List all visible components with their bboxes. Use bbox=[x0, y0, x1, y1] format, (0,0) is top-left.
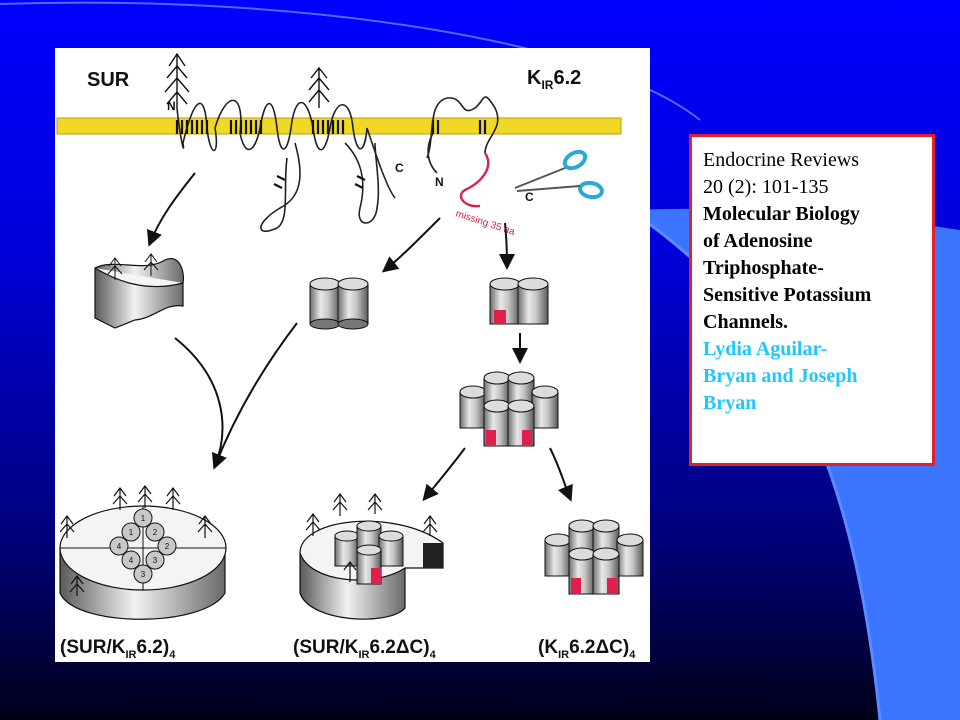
wt-katp-complex: 1 2 3 4 1 2 3 4 bbox=[59, 485, 227, 620]
sur-c-terminus-label: C bbox=[395, 161, 404, 175]
journal-line: Endocrine Reviews bbox=[703, 149, 860, 171]
kir-label-sub: IR bbox=[541, 78, 553, 92]
author-line: Bryan and Joseph bbox=[703, 365, 858, 387]
arrow-sur-to-complex bbox=[174, 337, 227, 470]
article-title-line: Sensitive Potassium bbox=[703, 284, 872, 306]
mixed-katp-complex bbox=[299, 493, 444, 620]
journal-line: 20 (2): 101-135 bbox=[703, 176, 829, 198]
scissors-icon bbox=[514, 149, 604, 200]
arrow-sur-down bbox=[147, 172, 196, 247]
glycosylation-tree-icon bbox=[164, 52, 330, 108]
truncated-complex-label: (KIR6.2ΔC)4 bbox=[538, 637, 636, 661]
channel-diagram: SUR KIR6.2 N C N C missing 35 aa bbox=[56, 52, 644, 661]
glycosylation-tree-icon bbox=[305, 493, 438, 582]
article-title-line: of Adenosine bbox=[703, 230, 813, 252]
arrow-tetramer-to-alone bbox=[549, 447, 573, 502]
kir-truncated-alone-complex bbox=[544, 519, 644, 595]
kir-n-terminus-label: N bbox=[435, 175, 444, 189]
subunit-number: 3 bbox=[153, 556, 158, 565]
glycosylation-tree-icon bbox=[59, 485, 213, 596]
mixed-complex-label: (SUR/KIR6.2ΔC)4 bbox=[293, 637, 437, 661]
kir-truncated-tetramer bbox=[459, 371, 559, 447]
subunit-number: 1 bbox=[141, 514, 146, 523]
figure-panel: SUR KIR6.2 N C N C missing 35 aa bbox=[55, 48, 650, 662]
arrow-tetramer-to-mixed bbox=[422, 447, 466, 502]
subunit-number: 2 bbox=[165, 542, 170, 551]
subunit-number: 4 bbox=[117, 542, 122, 551]
kir-label-main: K bbox=[527, 67, 542, 89]
arrow-kir-to-complex bbox=[214, 322, 298, 467]
subunit-number: 3 bbox=[141, 570, 146, 579]
assembly-arrows bbox=[147, 172, 573, 502]
kir-c-terminus-label: C bbox=[525, 190, 534, 204]
article-title-line: Channels. bbox=[703, 311, 789, 333]
kir-truncated-pair bbox=[489, 277, 549, 325]
missing-residues-label: missing 35 aa bbox=[454, 208, 516, 238]
subunit-number: 1 bbox=[129, 528, 134, 537]
wt-complex-label: (SUR/KIR6.2)4 bbox=[60, 637, 176, 661]
transmembrane-segments bbox=[175, 120, 487, 189]
kir-label-tail: 6.2 bbox=[553, 67, 581, 89]
sur-n-terminus-label: N bbox=[167, 99, 176, 113]
sur-label: SUR bbox=[87, 69, 130, 91]
mixed-subunit-cluster bbox=[334, 520, 404, 585]
kir-deleted-region bbox=[459, 152, 490, 208]
arrow-kir-to-trunc bbox=[498, 222, 515, 270]
article-title-line: Triphosphate- bbox=[703, 257, 824, 279]
author-line: Lydia Aguilar- bbox=[703, 338, 828, 360]
subunit-number: 4 bbox=[129, 556, 134, 565]
author-line: Bryan bbox=[703, 392, 757, 414]
kir-subunit-pair bbox=[309, 277, 369, 330]
kir-label: KIR6.2 bbox=[527, 67, 581, 92]
arrow-kir-to-wt bbox=[381, 217, 441, 273]
kir-protein-chain bbox=[426, 96, 499, 174]
sur-subunit-shape bbox=[94, 253, 185, 329]
citation-box: Endocrine Reviews 20 (2): 101-135 Molecu… bbox=[689, 134, 935, 466]
wt-subunit-cluster bbox=[109, 508, 177, 584]
article-title-line: Molecular Biology bbox=[703, 203, 860, 225]
subunit-number: 2 bbox=[153, 528, 158, 537]
